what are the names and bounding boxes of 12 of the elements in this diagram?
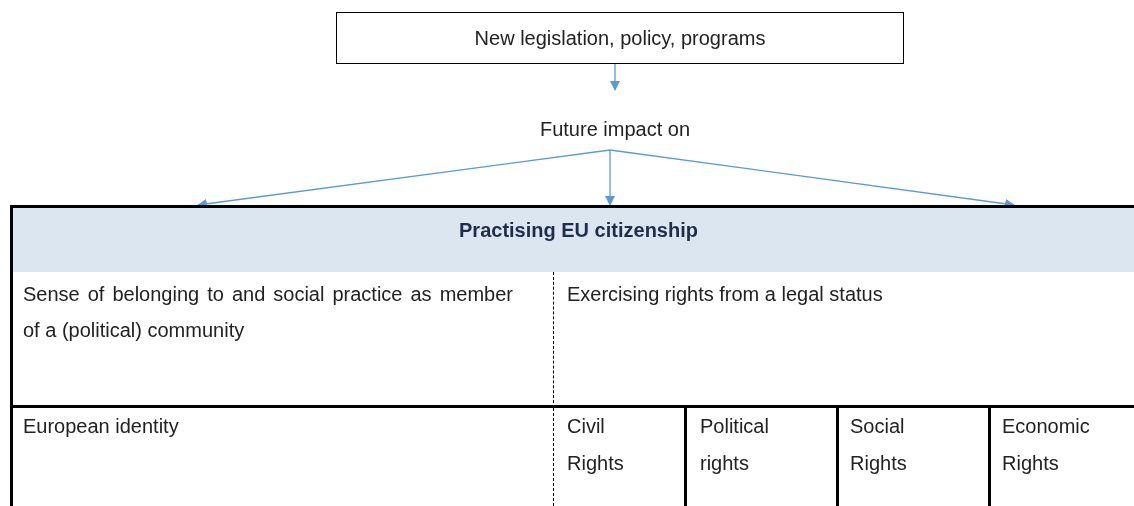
arrow <box>610 63 620 91</box>
table-cell: Social Rights <box>838 408 991 506</box>
table-cell: Sense of belonging to and social practice as member of a (political) community <box>10 272 554 408</box>
process-box: New legislation, policy, programs <box>336 12 904 64</box>
table-cell: Civil Rights <box>553 408 687 506</box>
table-cell: Political rights <box>686 408 839 506</box>
header-band: Practising EU citizenship <box>10 205 1134 272</box>
table-cell: European identity <box>10 408 554 506</box>
impact-text: Future impact on <box>500 90 730 150</box>
table-cell: Exercising rights from a legal status <box>553 272 1134 408</box>
table-cell: Economic Rights <box>990 408 1134 506</box>
arrow <box>605 149 615 206</box>
